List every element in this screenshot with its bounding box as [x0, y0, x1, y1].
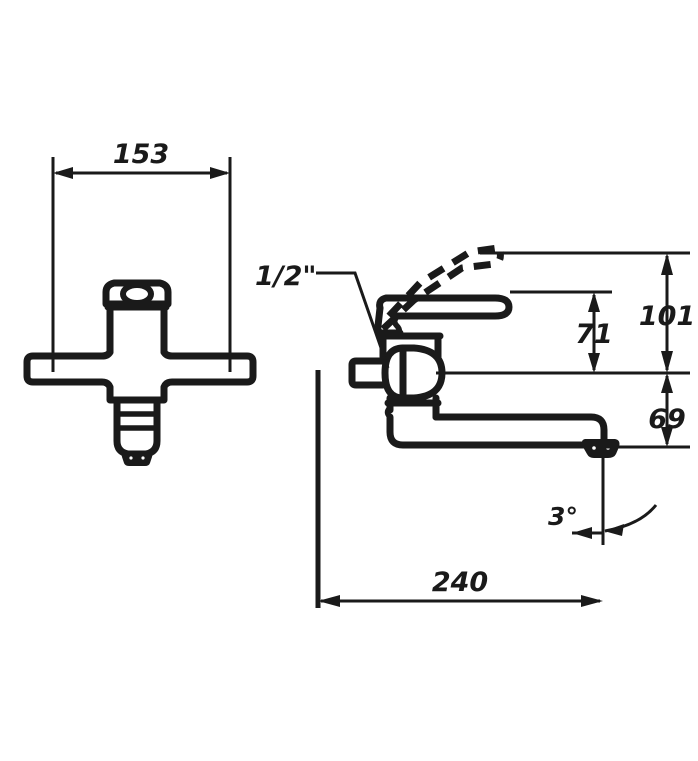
leader-line-thread — [316, 271, 390, 369]
dim-label-71: 71 — [575, 319, 613, 350]
lever-raised-dashed-upper — [386, 244, 499, 319]
arrowhead-71-top — [588, 292, 600, 312]
dim-label-69: 69 — [648, 404, 686, 435]
arrowhead-153-right — [210, 167, 230, 179]
side-spout-upper-edge — [432, 413, 608, 444]
dim-label-240: 240 — [432, 567, 488, 598]
arrowhead-240-right — [581, 595, 603, 607]
dimension-69: 69 — [600, 373, 690, 449]
front-aerator — [121, 452, 153, 466]
dim-label-153: 153 — [113, 139, 169, 170]
dim-label-101: 101 — [639, 301, 695, 332]
annotation-spout-angle: 3° — [548, 455, 658, 545]
side-aerator-dot-left — [592, 446, 596, 450]
side-lever-handle — [376, 294, 513, 320]
arrowhead-101-top — [661, 253, 673, 275]
front-aerator-dot-right — [141, 456, 145, 460]
front-aerator-dot-left — [129, 456, 133, 460]
annotation-label-thread: 1/2" — [255, 261, 317, 292]
front-view: 153 — [23, 139, 257, 466]
side-spout-lower-edge — [386, 413, 590, 449]
arrowhead-angle-right — [604, 524, 624, 536]
side-cartridge-body — [381, 344, 446, 402]
dimension-71: 71 — [510, 290, 613, 373]
arrowhead-101-bottom — [661, 351, 673, 373]
arrowhead-71-bottom — [588, 353, 600, 373]
arrowhead-240-left — [318, 595, 340, 607]
arrowhead-69-top — [661, 373, 673, 393]
arrowhead-69-bottom — [661, 427, 673, 447]
arc-spout-angle — [604, 504, 658, 533]
dimension-101: 101 — [480, 251, 695, 373]
annotation-label-angle: 3° — [548, 502, 578, 531]
annotation-thread-size: 1/2" — [255, 261, 390, 369]
arrowhead-153-left — [53, 167, 73, 179]
front-lever-pivot-hole — [120, 282, 154, 306]
lever-raised-dashed-lower — [380, 251, 504, 332]
side-view — [315, 244, 690, 608]
front-lever-cap — [102, 279, 172, 308]
dimension-240: 240 — [318, 567, 603, 607]
side-inlet-connector — [348, 357, 387, 389]
front-body-cross — [23, 348, 257, 404]
